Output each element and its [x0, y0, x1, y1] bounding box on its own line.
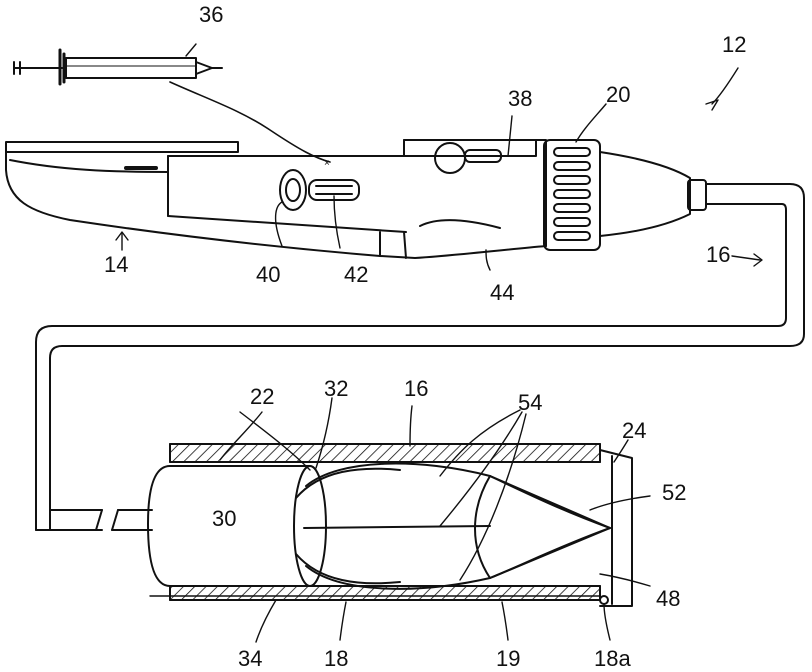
- label-14: 14: [104, 254, 128, 276]
- syringe: [14, 50, 222, 84]
- label-44: 44: [490, 282, 514, 304]
- syringe-connector: [170, 82, 330, 162]
- label-22: 22: [250, 386, 274, 408]
- handle: ×: [6, 140, 546, 258]
- label-38: 38: [508, 88, 532, 110]
- label-16-mid: 16: [404, 378, 428, 400]
- leader-lines: [116, 44, 762, 642]
- label-18a: 18a: [594, 648, 631, 670]
- label-32: 32: [324, 378, 348, 400]
- label-30: 30: [212, 508, 236, 530]
- label-34: 34: [238, 648, 262, 670]
- svg-text:×: ×: [324, 158, 330, 169]
- label-36: 36: [199, 4, 223, 26]
- label-54: 54: [518, 392, 542, 414]
- label-12: 12: [722, 34, 746, 56]
- label-19: 19: [496, 648, 520, 670]
- collar: [544, 140, 600, 250]
- cable: [36, 184, 804, 530]
- label-42: 42: [344, 264, 368, 286]
- label-24: 24: [622, 420, 646, 442]
- label-16-top: 16: [706, 244, 730, 266]
- nose-cone: [600, 152, 690, 236]
- label-48: 48: [656, 588, 680, 610]
- label-18: 18: [324, 648, 348, 670]
- label-52: 52: [662, 482, 686, 504]
- label-20: 20: [606, 84, 630, 106]
- label-40: 40: [256, 264, 280, 286]
